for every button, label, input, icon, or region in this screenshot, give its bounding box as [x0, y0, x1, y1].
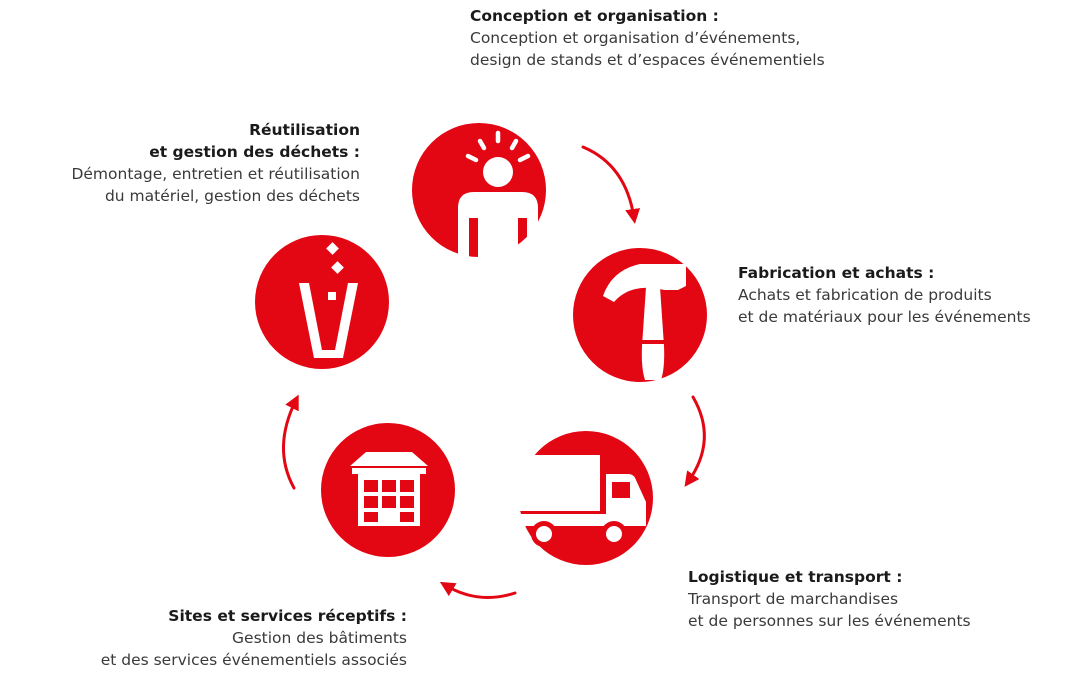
- person-idea-icon: [458, 130, 538, 258]
- stage-logistique-desc-2: et de personnes sur les événements: [688, 612, 971, 630]
- stage-reutilisation-circle: [255, 235, 389, 369]
- stage-conception-circle: [412, 123, 546, 258]
- stage-reutilisation-title-1: Réutilisation: [249, 121, 360, 139]
- recycle-bin-icon: [299, 242, 358, 358]
- arrow-conception-to-fabrication: [581, 145, 641, 224]
- stage-reutilisation-label: Réutilisation et gestion des déchets : D…: [71, 119, 360, 207]
- stage-fabrication-desc-2: et de matériaux pour les événements: [738, 308, 1031, 326]
- stage-conception-desc-2: design de stands et d’espaces événementi…: [470, 51, 825, 69]
- arrow-logistique-to-sites: [439, 581, 517, 599]
- stage-sites-label: Sites et services réceptifs : Gestion de…: [101, 605, 407, 671]
- stage-fabrication-circle: [573, 248, 707, 382]
- stage-sites-title: Sites et services réceptifs :: [168, 607, 407, 625]
- stage-reutilisation-title-2: et gestion des déchets :: [149, 143, 360, 161]
- stage-reutilisation-desc-2: du matériel, gestion des déchets: [104, 187, 360, 205]
- stage-logistique-label: Logistique et transport : Transport de m…: [688, 566, 971, 632]
- stage-logistique-title: Logistique et transport :: [688, 568, 903, 586]
- arrow-fabrication-to-logistique: [684, 395, 706, 487]
- stage-sites-desc-2: et des services événementiels associés: [100, 651, 407, 669]
- truck-icon: [512, 455, 646, 547]
- stage-fabrication-desc-1: Achats et fabrication de produits: [738, 286, 992, 304]
- stage-conception-desc-1: Conception et organisation d’événements,: [470, 29, 801, 47]
- stage-fabrication-title: Fabrication et achats :: [738, 264, 935, 282]
- stage-sites-desc-1: Gestion des bâtiments: [232, 629, 407, 647]
- stage-conception-title: Conception et organisation :: [470, 7, 719, 25]
- stage-reutilisation-desc-1: Démontage, entretien et réutilisation: [71, 165, 360, 183]
- stage-fabrication-label: Fabrication et achats : Achats et fabric…: [738, 262, 1031, 328]
- building-icon: [350, 452, 428, 526]
- hammer-icon: [603, 264, 686, 380]
- cycle-arrows: [282, 145, 706, 599]
- stage-logistique-desc-1: Transport de marchandises: [688, 590, 899, 608]
- stage-logistique-circle: [512, 431, 653, 565]
- stage-sites-circle: [321, 423, 455, 557]
- stage-conception-label: Conception et organisation : Conception …: [470, 5, 825, 71]
- arrow-sites-to-reutilisation: [282, 394, 299, 490]
